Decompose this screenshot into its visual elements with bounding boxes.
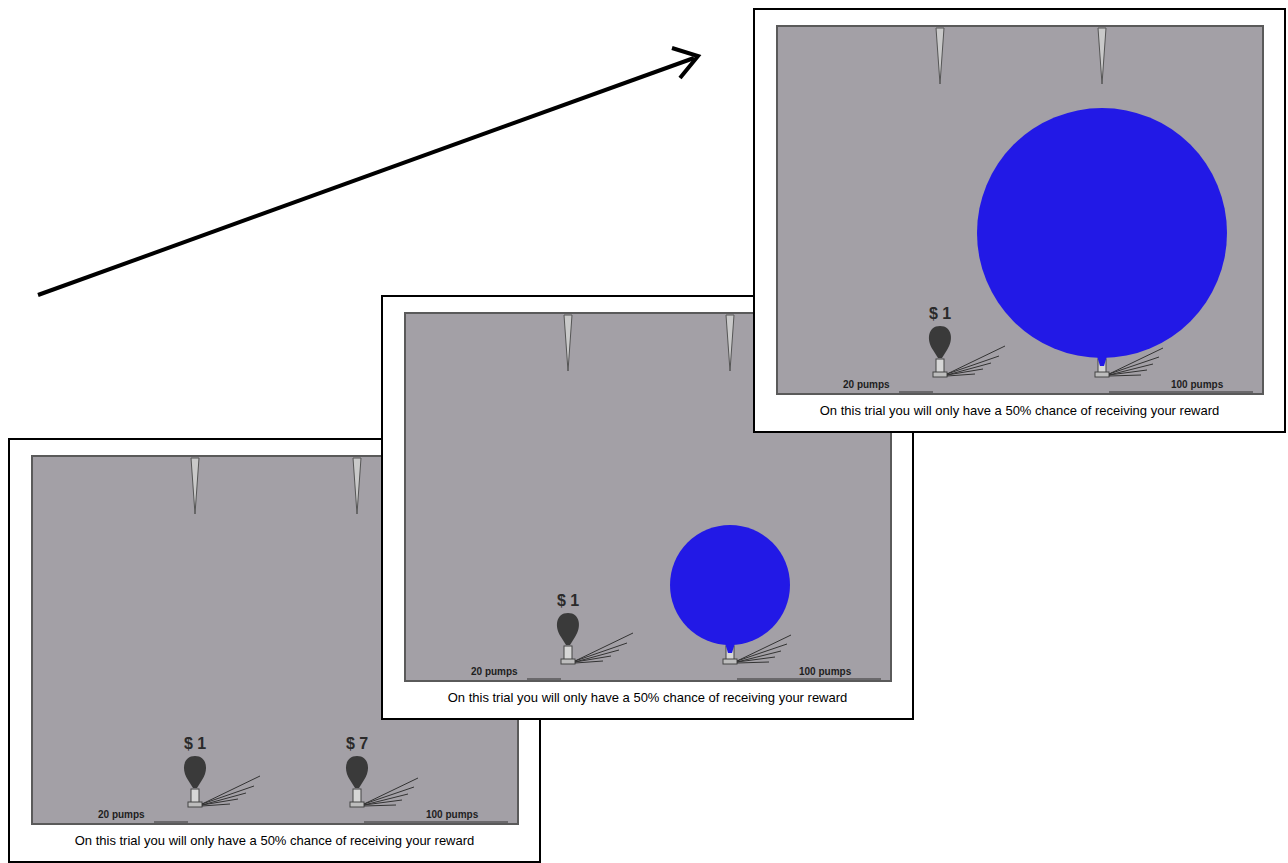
screen-panel: $ 1 20 pumps 100 pumps On this trial you wi… [381, 295, 914, 720]
pump-limit: 20 pumps [843, 379, 890, 391]
trial-caption: On this trial you will only have a 50% c… [8, 833, 541, 849]
reward-amount: $ 1 [929, 304, 951, 323]
reward-amount: $ 1 [557, 591, 579, 610]
pump-limit: 20 pumps [471, 666, 518, 678]
pump-limit: 20 pumps [98, 809, 145, 821]
progress-arrow [38, 48, 698, 295]
screen-panel-3-art [754, 9, 1285, 432]
pump-limit: 100 pumps [799, 666, 851, 678]
trial-caption: On this trial you will only have a 50% c… [381, 690, 914, 706]
pump-limit: 100 pumps [1171, 379, 1223, 391]
screen-panel: $ 1 $ 7 20 pumps 100 pumps On this trial you… [8, 438, 541, 863]
screen-panel: $ 1 20 pumps 100 pumps On this trial you wi… [753, 8, 1286, 433]
reward-amount: $ 7 [346, 734, 368, 753]
pump-limit: 100 pumps [426, 809, 478, 821]
reward-amount: $ 1 [184, 734, 206, 753]
trial-caption: On this trial you will only have a 50% c… [753, 403, 1286, 419]
